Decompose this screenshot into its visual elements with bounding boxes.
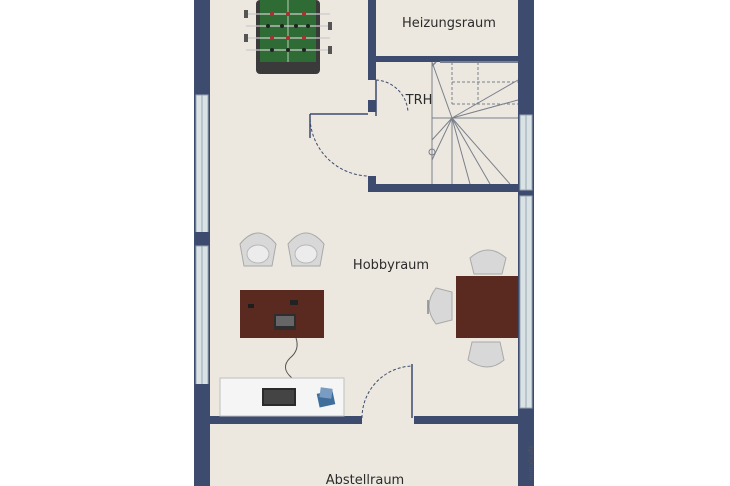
chair-top-icon [469,249,507,275]
chair-bottom-icon [467,341,505,368]
foosball-table-icon [244,0,332,74]
door-hobby-top [309,113,369,177]
room-label-abstellraum: Abstellraum [326,473,404,486]
door-abstellraum [361,364,413,419]
desk-icon [240,290,324,379]
room-label-heizungsraum: Heizungsraum [402,16,496,31]
armchair-right-icon [287,232,325,267]
room-label-trh: TRH [405,93,433,108]
chair-left-icon [427,287,453,325]
sideboard-icon [219,377,345,417]
dining-table-icon [456,276,518,338]
room-label-hobbyraum: Hobbyraum [353,258,429,273]
watermark: ImmoGrafik [528,444,535,480]
right-windows [518,0,534,409]
armchair-left-icon [239,232,277,267]
left-windows [194,94,210,486]
door-heizung [375,79,409,116]
staircase [428,61,519,185]
